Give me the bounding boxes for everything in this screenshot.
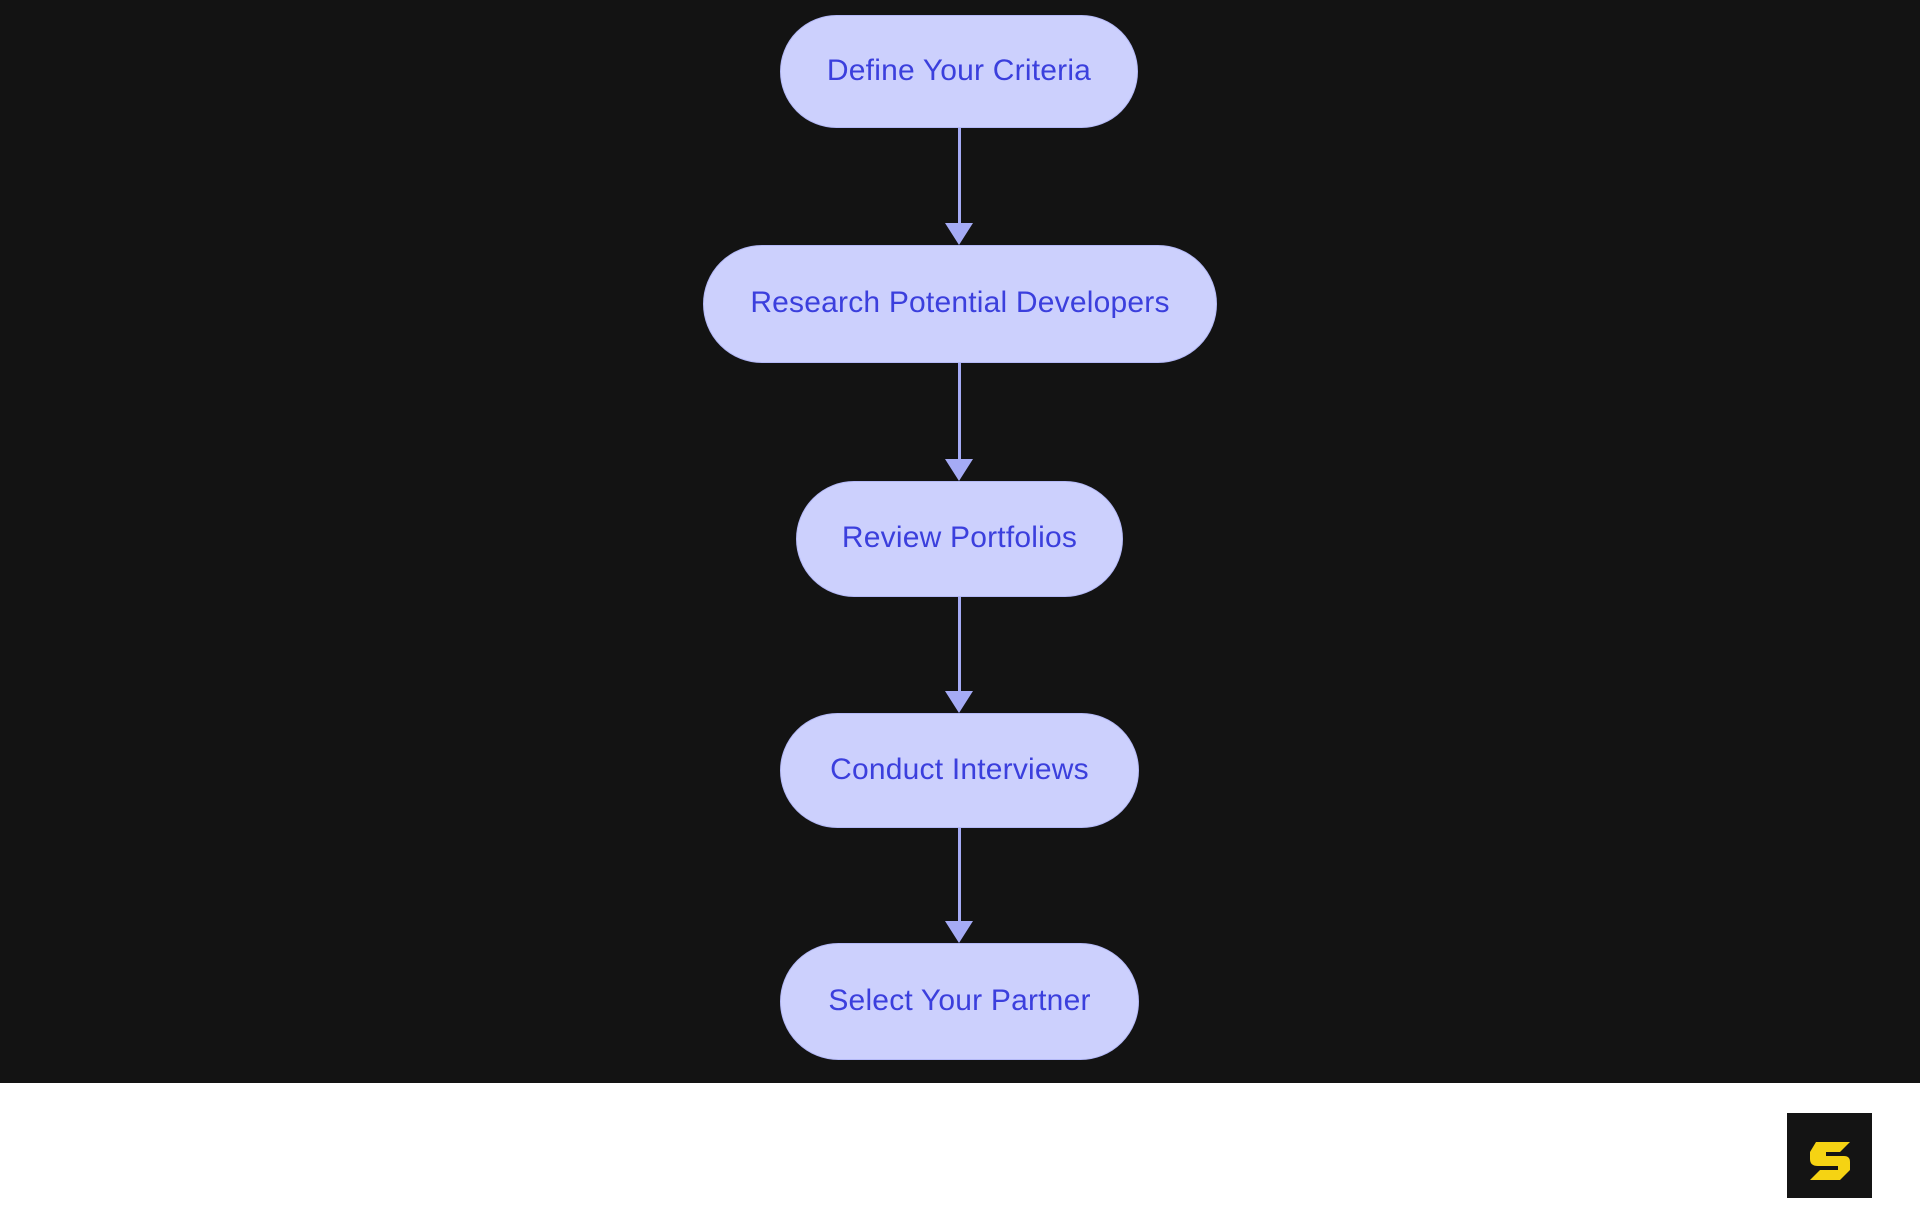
flow-node-select-your-partner[interactable]: Select Your Partner	[780, 943, 1139, 1060]
edge-shaft	[957, 597, 961, 691]
flow-node-conduct-interviews[interactable]: Conduct Interviews	[780, 713, 1139, 828]
brand-logo-icon	[1787, 1113, 1872, 1198]
flow-node-label: Review Portfolios	[841, 521, 1078, 554]
diagram-stage: Define Your Criteria Research Potential …	[0, 0, 1920, 1083]
footer-strip	[0, 1083, 1920, 1215]
flow-node-define-your-criteria[interactable]: Define Your Criteria	[780, 15, 1138, 128]
edge-shaft	[957, 363, 961, 459]
edge-shaft	[957, 128, 961, 223]
flow-node-label: Select Your Partner	[828, 983, 1091, 1017]
flow-node-research-potential-developers[interactable]: Research Potential Developers	[703, 245, 1217, 363]
edge-arrowhead	[945, 459, 973, 481]
flow-node-label: Conduct Interviews	[830, 752, 1089, 786]
flowchart: Define Your Criteria Research Potential …	[703, 15, 1217, 1060]
flow-node-review-portfolios[interactable]: Review Portfolios	[796, 481, 1123, 597]
flow-node-label: Research Potential Developers	[750, 286, 1170, 319]
edge-shaft	[957, 828, 961, 921]
edge-arrowhead	[945, 223, 973, 245]
flow-node-label: Define Your Criteria	[826, 53, 1092, 87]
edge-arrowhead	[945, 921, 973, 943]
edge-arrowhead	[945, 691, 973, 713]
